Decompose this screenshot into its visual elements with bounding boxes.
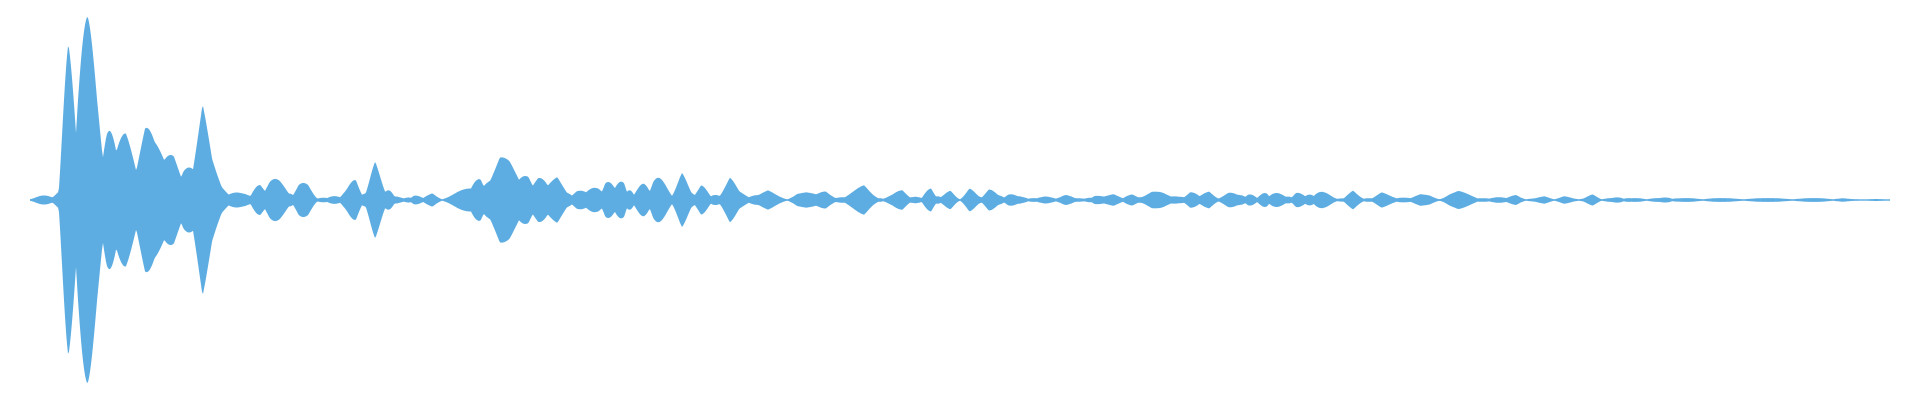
waveform-shape: [30, 17, 1890, 383]
